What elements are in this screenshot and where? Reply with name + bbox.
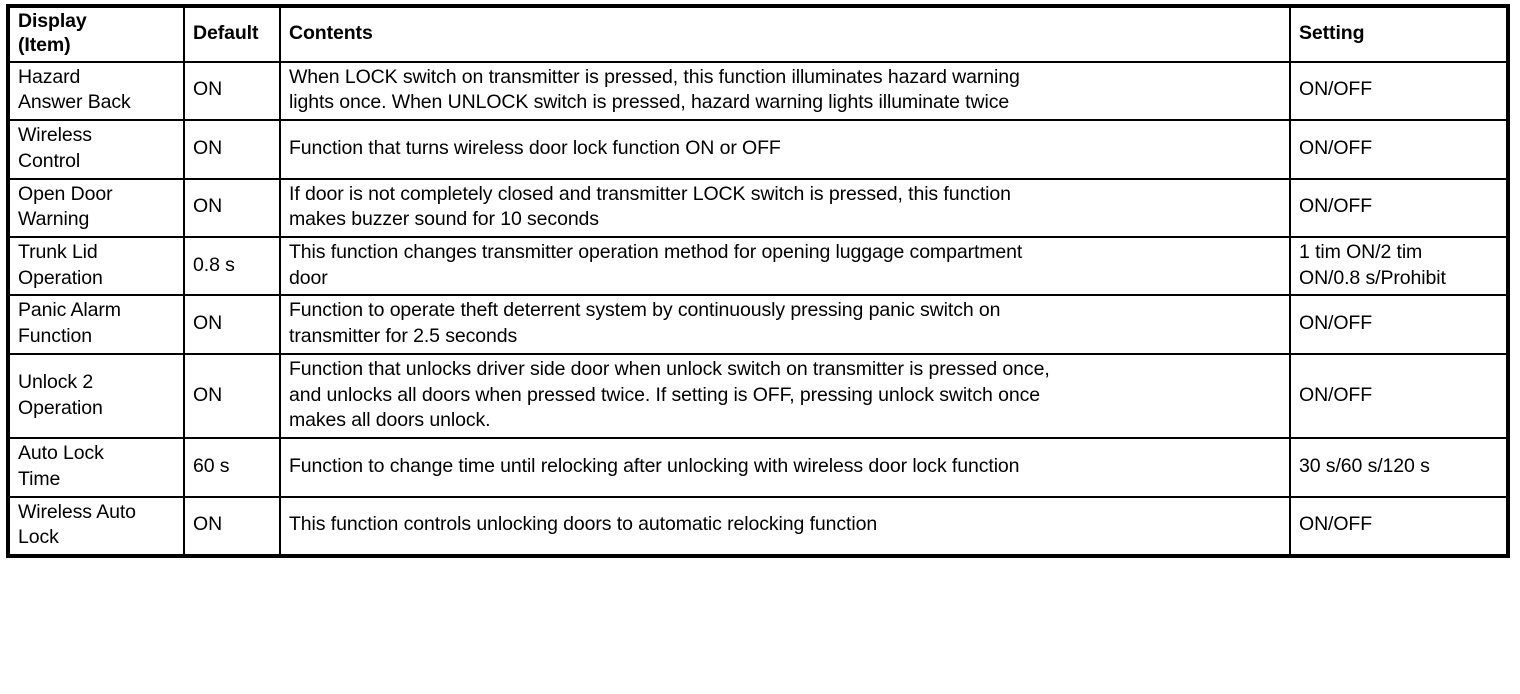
cell-contents: When LOCK switch on transmitter is press…	[279, 60, 1291, 122]
table-row: Open Door Warning ON If door is not comp…	[7, 177, 1509, 238]
setting-line1: 30 s/60 s/120 s	[1299, 454, 1430, 477]
cell-setting: ON/OFF	[1289, 352, 1509, 440]
contents-line1: This function changes transmitter operat…	[289, 240, 1023, 263]
cell-setting: ON/OFF	[1289, 119, 1509, 180]
item-line2: Operation	[18, 396, 103, 419]
cell-setting: ON/OFF	[1289, 177, 1509, 238]
cell-display-item: Wireless Control	[7, 119, 185, 180]
item-line1: Open Door	[18, 182, 113, 205]
cell-default: ON	[183, 119, 281, 180]
item-line2: Time	[18, 467, 61, 490]
table-row: Hazard Answer Back ON When LOCK switch o…	[7, 60, 1509, 122]
item-line2: Control	[18, 149, 81, 172]
item-line1: Auto Lock	[18, 442, 104, 465]
contents-line2: transmitter for 2.5 seconds	[289, 325, 518, 348]
item-line2: Operation	[18, 266, 103, 289]
table-header: Display (Item) Default Contents Setting	[7, 5, 1509, 63]
cell-contents: Function that turns wireless door lock f…	[279, 119, 1291, 180]
cell-default: ON	[183, 294, 281, 355]
column-header-display-item-line1: Display	[18, 10, 87, 32]
cell-default: ON	[183, 60, 281, 122]
table-body: Hazard Answer Back ON When LOCK switch o…	[7, 60, 1509, 558]
item-line1: Unlock 2	[18, 370, 94, 393]
cell-default: 60 s	[183, 437, 281, 498]
contents-line1: This function controls unlocking doors t…	[289, 513, 878, 536]
contents-line2: and unlocks all doors when pressed twice…	[289, 383, 1040, 406]
contents-line1: When LOCK switch on transmitter is press…	[289, 65, 1020, 88]
cell-default: ON	[183, 352, 281, 440]
contents-line2: makes buzzer sound for 10 seconds	[289, 208, 599, 231]
cell-display-item: Trunk Lid Operation	[7, 235, 185, 297]
cell-setting: ON/OFF	[1289, 294, 1509, 355]
item-line2: Answer Back	[18, 91, 131, 114]
contents-line1: Function that turns wireless door lock f…	[289, 136, 781, 159]
settings-spec-table: Display (Item) Default Contents Setting …	[6, 4, 1510, 559]
cell-default: 0.8 s	[183, 235, 281, 297]
cell-contents: Function to change time until relocking …	[279, 437, 1291, 498]
table-row: Wireless Control ON Function that turns …	[7, 119, 1509, 180]
table-row: Panic Alarm Function ON Function to oper…	[7, 294, 1509, 355]
setting-line2: ON/0.8 s/Prohibit	[1299, 266, 1446, 289]
cell-contents: This function changes transmitter operat…	[279, 235, 1291, 297]
cell-default: ON	[183, 177, 281, 238]
cell-setting: ON/OFF	[1289, 495, 1509, 558]
item-line1: Panic Alarm	[18, 299, 121, 322]
item-line2: Function	[18, 325, 92, 348]
setting-line1: ON/OFF	[1299, 136, 1373, 159]
cell-setting: 30 s/60 s/120 s	[1289, 437, 1509, 498]
table-row: Wireless Auto Lock ON This function cont…	[7, 495, 1509, 558]
column-header-setting: Setting	[1289, 5, 1509, 63]
cell-setting: 1 tim ON/2 tim ON/0.8 s/Prohibit	[1289, 235, 1509, 297]
setting-line1: 1 tim ON/2 tim	[1299, 240, 1423, 263]
item-line1: Wireless Auto	[18, 500, 136, 523]
item-line1: Trunk Lid	[18, 240, 98, 263]
table-row: Unlock 2 Operation ON Function that unlo…	[7, 352, 1509, 440]
cell-setting: ON/OFF	[1289, 60, 1509, 122]
cell-display-item: Panic Alarm Function	[7, 294, 185, 355]
cell-display-item: Hazard Answer Back	[7, 60, 185, 122]
setting-line1: ON/OFF	[1299, 513, 1373, 536]
item-line1: Wireless	[18, 124, 92, 147]
contents-line2: lights once. When UNLOCK switch is press…	[289, 91, 1010, 114]
contents-line1: Function to change time until relocking …	[289, 454, 1020, 477]
column-header-default: Default	[183, 5, 281, 63]
column-header-display-item: Display (Item)	[7, 5, 185, 63]
cell-display-item: Auto Lock Time	[7, 437, 185, 498]
item-line2: Lock	[18, 526, 59, 549]
cell-contents: Function to operate theft deterrent syst…	[279, 294, 1291, 355]
setting-line1: ON/OFF	[1299, 383, 1373, 406]
contents-line2: door	[289, 266, 328, 289]
spec-table-container: Display (Item) Default Contents Setting …	[6, 4, 1510, 559]
cell-contents: Function that unlocks driver side door w…	[279, 352, 1291, 440]
column-header-contents: Contents	[279, 5, 1291, 63]
item-line2: Warning	[18, 208, 90, 231]
item-line1: Hazard	[18, 65, 81, 88]
table-row: Auto Lock Time 60 s Function to change t…	[7, 437, 1509, 498]
contents-line1: If door is not completely closed and tra…	[289, 182, 1011, 205]
column-header-display-item-line2: (Item)	[18, 33, 71, 56]
cell-contents: This function controls unlocking doors t…	[279, 495, 1291, 558]
table-row: Trunk Lid Operation 0.8 s This function …	[7, 235, 1509, 297]
setting-line1: ON/OFF	[1299, 78, 1373, 101]
contents-line1: Function that unlocks driver side door w…	[289, 357, 1050, 380]
setting-line1: ON/OFF	[1299, 312, 1373, 335]
cell-display-item: Unlock 2 Operation	[7, 352, 185, 440]
contents-line1: Function to operate theft deterrent syst…	[289, 299, 1001, 322]
cell-display-item: Open Door Warning	[7, 177, 185, 238]
setting-line1: ON/OFF	[1299, 195, 1373, 218]
cell-display-item: Wireless Auto Lock	[7, 495, 185, 558]
contents-line3: makes all doors unlock.	[289, 409, 491, 432]
cell-contents: If door is not completely closed and tra…	[279, 177, 1291, 238]
header-row: Display (Item) Default Contents Setting	[7, 5, 1509, 63]
cell-default: ON	[183, 495, 281, 558]
